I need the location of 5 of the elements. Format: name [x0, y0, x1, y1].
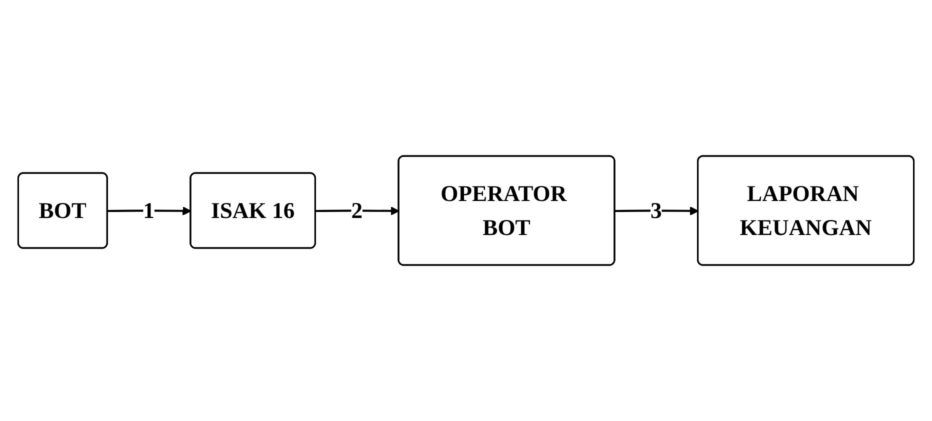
edge-label: 1 [143, 198, 154, 224]
edge-label: 3 [650, 198, 662, 224]
edge-label: 2 [351, 198, 363, 224]
arrow [316, 206, 400, 216]
arrow [615, 206, 699, 216]
